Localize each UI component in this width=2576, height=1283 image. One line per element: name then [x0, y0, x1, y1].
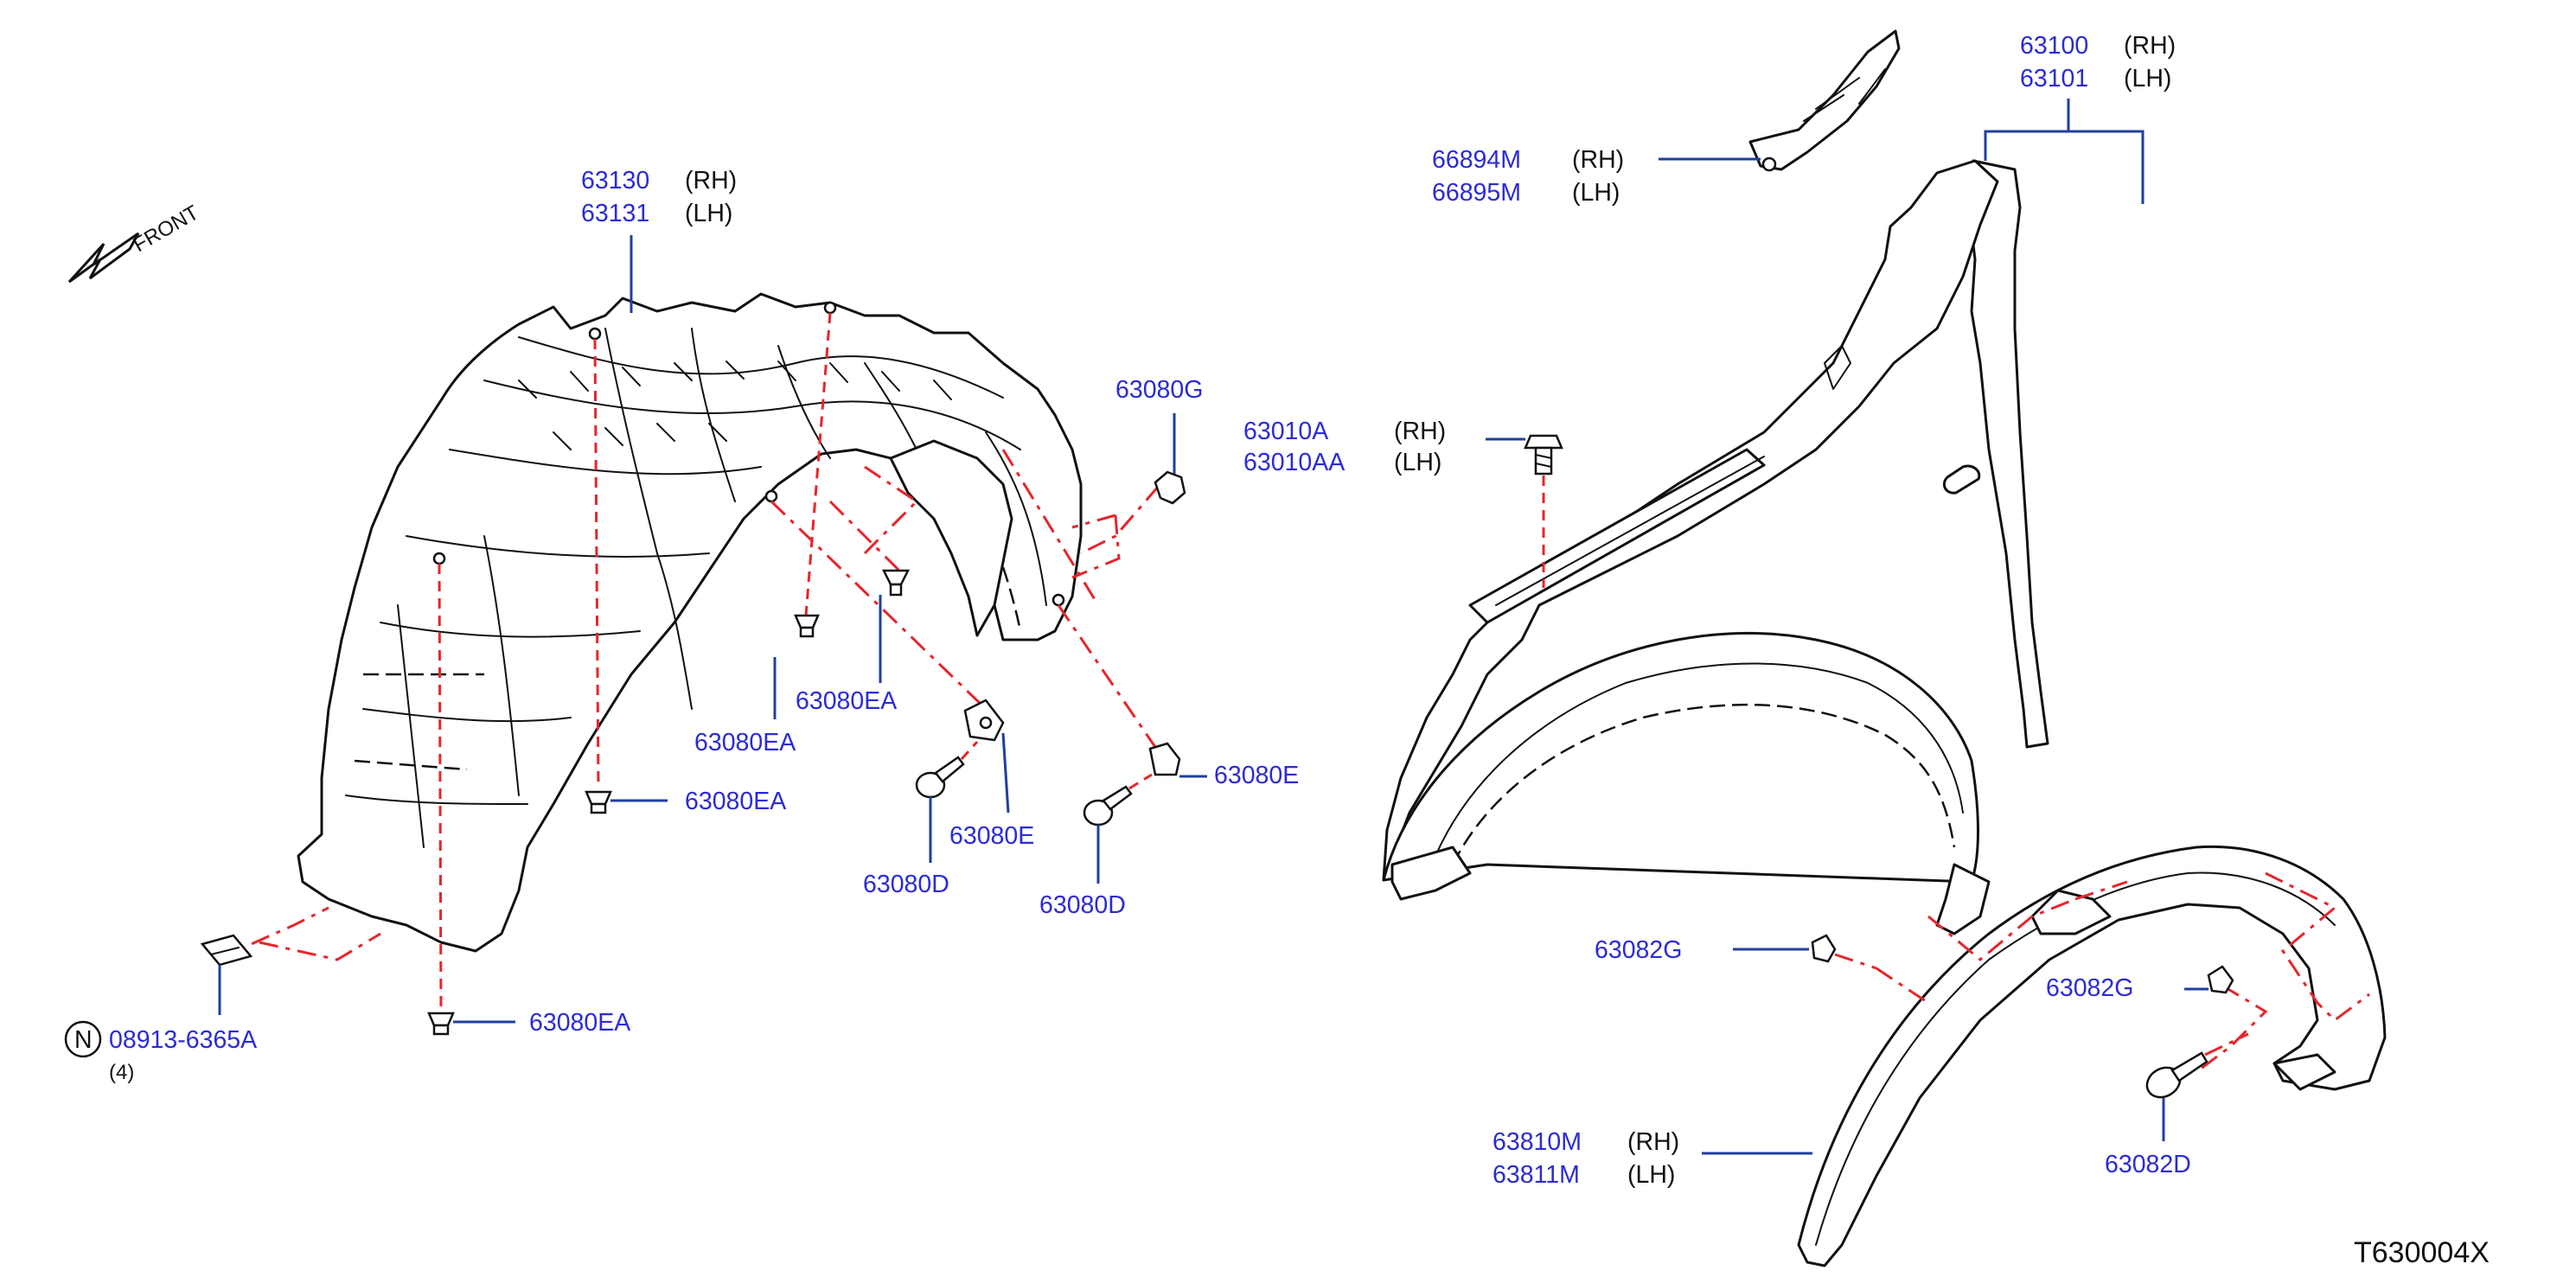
screw-63080d-middle: 63080D [863, 740, 979, 898]
part-number-63080ea-b: 63080EA [796, 687, 897, 715]
side-fender-lh: (LH) [2124, 65, 2171, 93]
illustration-code: T630004X [2354, 1236, 2490, 1269]
grommet-63082g-right: 63082G [2046, 965, 2234, 1002]
callout-liner: 63130 (RH) 63131 (LH) [581, 167, 737, 313]
clip-63080e-right: 63080E [1148, 742, 1299, 789]
callout-moulding: 63810M (RH) 63811M (LH) [1493, 1128, 1812, 1189]
side-bracket-rh: (RH) [1572, 146, 1624, 174]
part-number-63080e-b: 63080E [1214, 762, 1299, 789]
clip-63080ea-bottom: 63080EA [427, 1009, 630, 1037]
grommet-63082g-left: 63082G [1595, 934, 1877, 970]
side-moulding-rh: (RH) [1627, 1128, 1679, 1156]
part-number-bracket-rh: 66894M [1432, 146, 1521, 174]
front-label: FRONT [130, 201, 203, 257]
nut-08913-6365a: N 08913-6365A (4) [64, 934, 257, 1084]
screw-63080d-right: 63080D [1039, 773, 1153, 919]
part-number-63080ea-a: 63080EA [694, 729, 796, 756]
front-fender-panel [1382, 159, 2049, 935]
fender-bolt: 63010A (RH) 63010AA (LH) [1243, 418, 1563, 588]
side-fender-rh: (RH) [2124, 32, 2176, 60]
part-number-moulding-lh: 63811M [1493, 1161, 1580, 1189]
n-symbol-icon [64, 1020, 102, 1058]
part-number-63080ea-d: 63080EA [529, 1009, 630, 1037]
part-number-63082d: 63082D [2105, 1151, 2191, 1178]
part-number-fender-rh: 63100 [2020, 32, 2088, 60]
part-number-63082g-a: 63082G [1595, 936, 1682, 964]
nut-symbol: N [74, 1026, 93, 1054]
side-fender-bolt-rh: (RH) [1394, 418, 1446, 445]
part-number-63080e-a: 63080E [949, 822, 1034, 850]
part-number-63080d-b: 63080D [1039, 891, 1126, 919]
indication-lines-liner [215, 312, 1160, 1012]
clip-63080e-middle: 63080E [949, 699, 1034, 850]
fender-protector-liner [297, 292, 1083, 953]
front-arrow-icon [67, 232, 140, 284]
part-number-63080d-a: 63080D [863, 871, 949, 898]
side-liner-rh: (RH) [685, 167, 737, 195]
fender-bracket: 66894M (RH) 66895M (LH) [1432, 29, 1901, 207]
part-number-nut: 08913-6365A [109, 1026, 257, 1054]
side-bracket-lh: (LH) [1572, 179, 1620, 207]
part-number-liner-rh: 63130 [581, 167, 649, 195]
side-fender-bolt-lh: (LH) [1394, 449, 1441, 476]
nut-quantity: (4) [109, 1061, 134, 1084]
part-number-fender-bolt-rh: 63010A [1243, 418, 1328, 445]
part-number-bracket-lh: 66895M [1432, 179, 1521, 207]
part-number-moulding-rh: 63810M [1493, 1128, 1582, 1156]
clip-63080g: 63080G [1115, 376, 1203, 505]
screw-63082d: 63082D [2105, 1032, 2249, 1178]
callout-fender: 63100 (RH) 63101 (LH) [1984, 32, 2176, 204]
part-number-63082g-b: 63082G [2046, 974, 2133, 1002]
clip-63080ea-middle: 63080EA [585, 788, 786, 815]
part-number-63080ea-c: 63080EA [685, 788, 786, 815]
front-arrow-indicator: FRONT [67, 201, 203, 284]
part-number-liner-lh: 63131 [581, 200, 649, 227]
part-number-63080g: 63080G [1115, 376, 1203, 404]
clip-63080ea-upper-left: 63080EA [694, 614, 820, 756]
part-number-fender-bolt-lh: 63010AA [1243, 449, 1345, 476]
part-number-fender-lh: 63101 [2020, 65, 2088, 93]
side-liner-lh: (LH) [685, 200, 732, 227]
side-moulding-lh: (LH) [1627, 1161, 1675, 1189]
clip-63080ea-upper-right: 63080EA [796, 569, 911, 715]
wheel-arch-moulding [1797, 845, 2387, 1267]
